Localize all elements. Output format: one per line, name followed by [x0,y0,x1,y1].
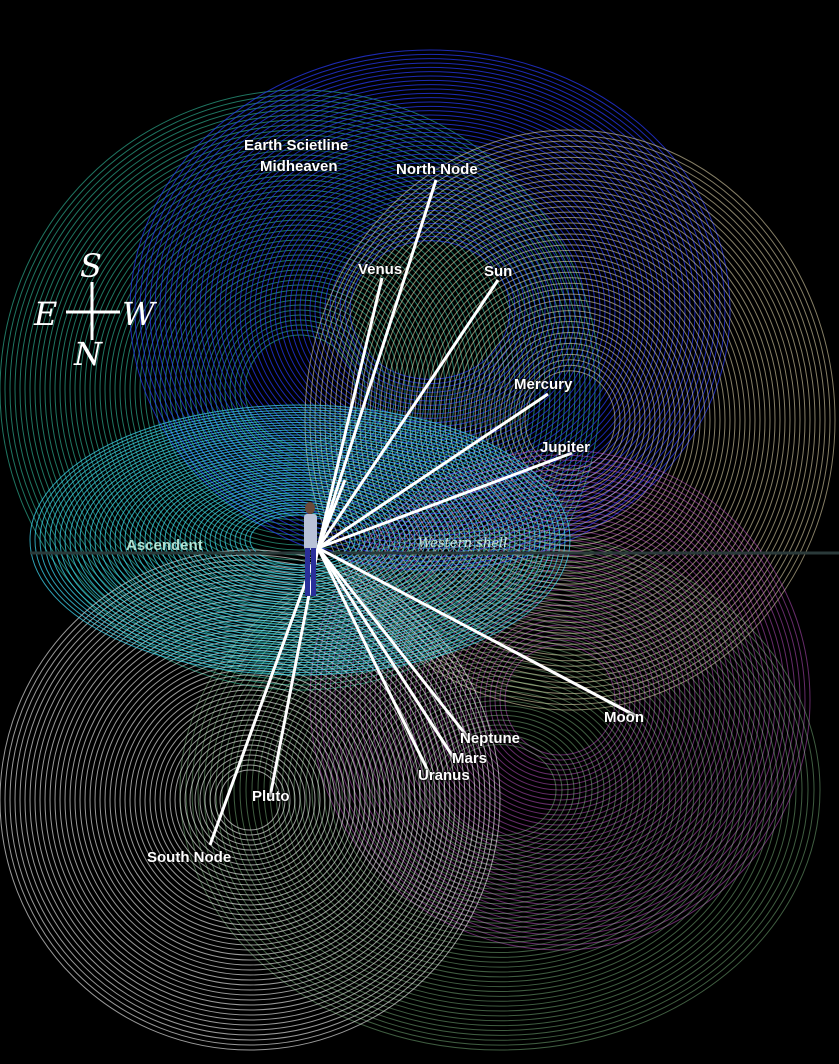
label-north-node: North Node [396,161,478,178]
white-shell [0,549,501,1051]
ray-venus [316,277,384,549]
ray-uranus [316,547,432,776]
ray-north-node [316,179,438,549]
ray-south-node [208,547,320,846]
ray-jupiter [317,451,573,550]
label-moon: Moon [604,709,644,726]
person-figure [304,502,317,596]
compass-right-letter: W [122,295,155,333]
label-neptune: Neptune [460,730,520,747]
label-uranus: Uranus [418,767,470,784]
ray-neptune [316,547,472,741]
compass-left-letter: E [34,295,58,333]
planet-shells [0,49,836,1051]
horizon-label: Western shell [418,536,508,551]
ray-mars [316,547,457,761]
label-sun: Sun [484,263,513,280]
ray-sun [316,279,500,549]
label-mars: Mars [452,750,488,767]
magenta-shell [309,449,811,951]
label-south-node: South Node [147,849,232,866]
label-pluto: Pluto [252,788,290,805]
compass-bottom-letter: N [74,335,102,373]
label-venus: Venus [358,261,403,278]
compass-cross [66,282,120,340]
ray-moon [317,546,637,718]
label-jupiter: Jupiter [540,439,591,456]
planet-lines [208,179,637,846]
ascendant-label: Ascendent [126,537,203,554]
ray-mercury [317,392,549,550]
compass-top-letter: S [80,247,102,285]
label-mercury: Mercury [514,376,573,393]
label-midheaven: Midheaven [260,158,338,175]
label-earth-scietline: Earth Scietline [244,137,349,154]
